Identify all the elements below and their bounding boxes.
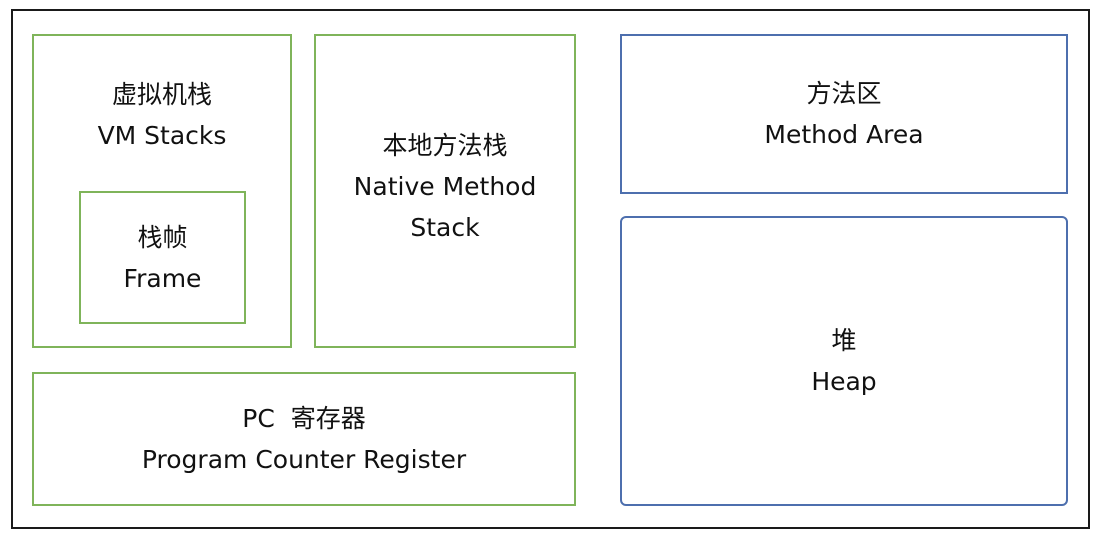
native-method-stack-label-en-2: Stack: [410, 212, 480, 242]
vm-stacks-label-cn: 虚拟机栈: [111, 80, 212, 109]
method-area-label-en: Method Area: [764, 120, 924, 149]
vm-stacks-label-en: VM Stacks: [97, 121, 227, 150]
pc-register-box: PC 寄存器 Program Counter Register: [32, 372, 576, 506]
pc-register-label-cn: PC 寄存器: [242, 404, 366, 433]
pc-register-label-en: Program Counter Register: [141, 445, 467, 474]
frame-label-en: Frame: [123, 263, 202, 293]
jvm-runtime-data-area-frame: [11, 9, 1090, 529]
frame-box: 栈帧 Frame: [79, 191, 246, 324]
vm-stacks-box: 虚拟机栈 VM Stacks: [32, 34, 292, 348]
heap-box: 堆 Heap: [620, 216, 1068, 506]
method-area-box: 方法区 Method Area: [620, 34, 1068, 194]
heap-label-cn: 堆: [831, 326, 857, 355]
native-method-stack-label-cn: 本地方法栈: [382, 130, 508, 160]
method-area-label-cn: 方法区: [806, 79, 882, 108]
native-method-stack-box: 本地方法栈 Native Method Stack: [314, 34, 576, 348]
frame-label-cn: 栈帧: [137, 222, 188, 252]
heap-label-en: Heap: [811, 367, 877, 396]
native-method-stack-label-en-1: Native Method: [353, 171, 537, 201]
